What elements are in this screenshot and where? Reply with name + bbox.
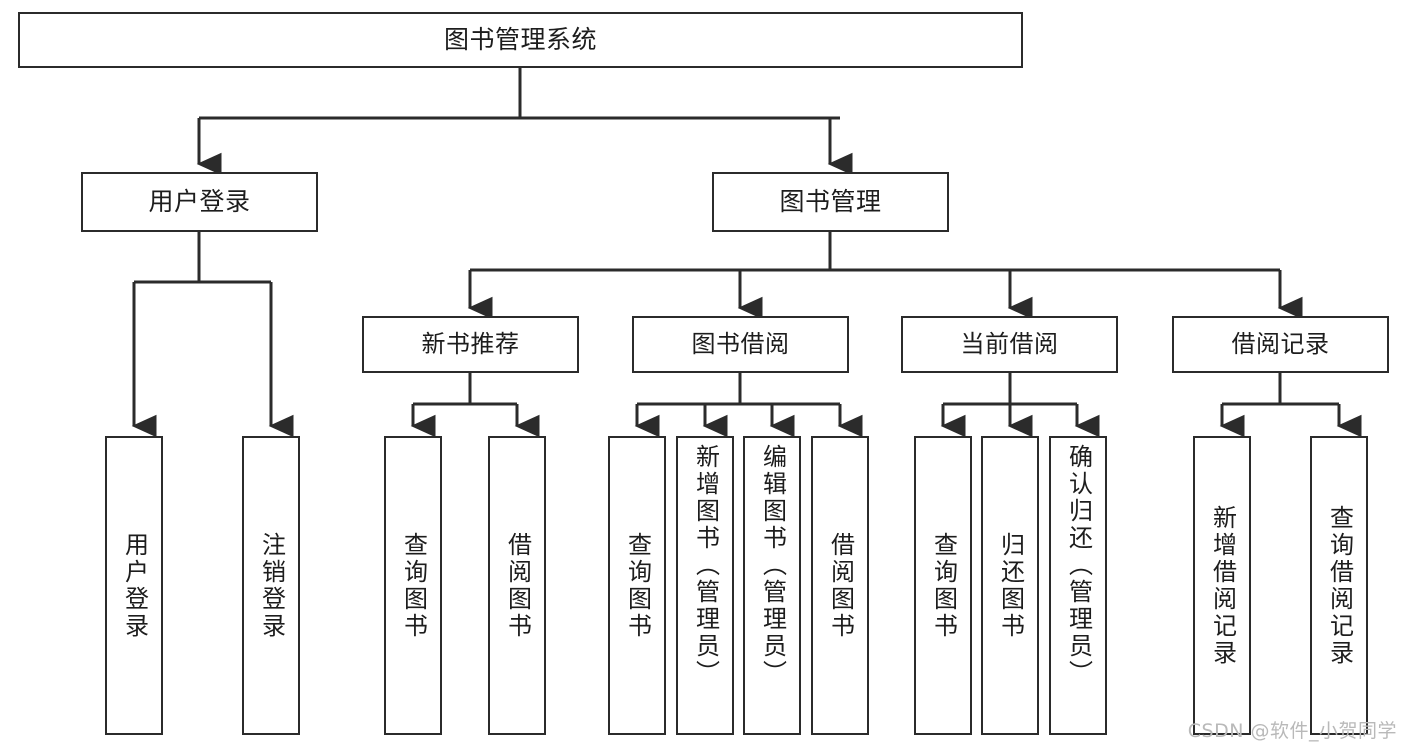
node-label: 新增图书（管理员） bbox=[691, 444, 720, 687]
node-book-management[interactable]: 图书管理 bbox=[712, 172, 949, 232]
node-label: 当前借阅 bbox=[960, 330, 1059, 359]
node-label: 新增借阅记录 bbox=[1208, 504, 1237, 667]
leaf-current-borrow-query[interactable]: 查询图书 bbox=[914, 436, 972, 735]
leaf-new-book-query[interactable]: 查询图书 bbox=[384, 436, 442, 735]
node-borrow-record[interactable]: 借阅记录 bbox=[1172, 316, 1389, 373]
leaf-current-borrow-confirm-return[interactable]: 确认归还（管理员） bbox=[1049, 436, 1107, 735]
node-label: 借阅记录 bbox=[1231, 330, 1330, 359]
leaf-borrow-record-add[interactable]: 新增借阅记录 bbox=[1193, 436, 1251, 735]
node-label: 借阅图书 bbox=[503, 531, 532, 640]
leaf-book-borrow-query[interactable]: 查询图书 bbox=[608, 436, 666, 735]
node-label: 图书借阅 bbox=[691, 330, 790, 359]
leaf-new-book-borrow[interactable]: 借阅图书 bbox=[488, 436, 546, 735]
node-label: 新书推荐 bbox=[421, 330, 520, 359]
leaf-user-login-login[interactable]: 用户登录 bbox=[105, 436, 163, 735]
node-label: 查询图书 bbox=[929, 531, 958, 640]
leaf-borrow-record-query[interactable]: 查询借阅记录 bbox=[1310, 436, 1368, 735]
node-label: 图书管理 bbox=[779, 187, 882, 216]
node-label: 编辑图书（管理员） bbox=[758, 444, 787, 687]
watermark-text: CSDN @软件_小贺同学 bbox=[1187, 720, 1397, 742]
node-user-login[interactable]: 用户登录 bbox=[81, 172, 318, 232]
node-label: 用户登录 bbox=[120, 531, 149, 640]
leaf-current-borrow-return[interactable]: 归还图书 bbox=[981, 436, 1039, 735]
node-label: 查询借阅记录 bbox=[1325, 504, 1354, 667]
leaf-book-borrow-add[interactable]: 新增图书（管理员） bbox=[676, 436, 734, 735]
leaf-user-login-logout[interactable]: 注销登录 bbox=[242, 436, 300, 735]
node-current-borrow[interactable]: 当前借阅 bbox=[901, 316, 1118, 373]
node-label: 图书管理系统 bbox=[443, 25, 597, 54]
node-label: 确认归还（管理员） bbox=[1064, 444, 1093, 687]
node-label: 查询图书 bbox=[399, 531, 428, 640]
node-root-system[interactable]: 图书管理系统 bbox=[18, 12, 1023, 68]
leaf-book-borrow-borrow[interactable]: 借阅图书 bbox=[811, 436, 869, 735]
node-label: 注销登录 bbox=[257, 531, 286, 640]
node-label: 借阅图书 bbox=[826, 531, 855, 640]
node-label: 归还图书 bbox=[996, 531, 1025, 640]
node-book-borrow[interactable]: 图书借阅 bbox=[632, 316, 849, 373]
node-new-book-recommend[interactable]: 新书推荐 bbox=[362, 316, 579, 373]
node-label: 查询图书 bbox=[623, 531, 652, 640]
leaf-book-borrow-edit[interactable]: 编辑图书（管理员） bbox=[743, 436, 801, 735]
node-label: 用户登录 bbox=[148, 187, 251, 216]
